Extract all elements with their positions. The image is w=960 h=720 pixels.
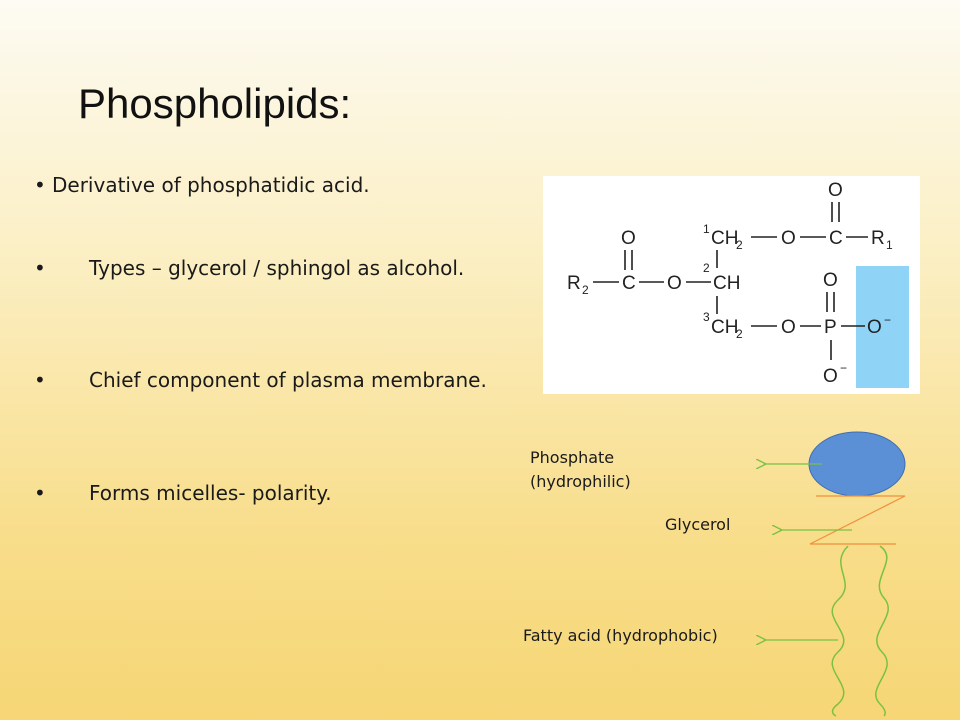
bullet-text: Types – glycerol / sphingol as alcohol. xyxy=(89,256,465,280)
atom-ch2-1: CH xyxy=(711,228,738,249)
fatty-acid-tail-left xyxy=(831,545,849,717)
atom-p: P xyxy=(824,317,837,338)
atom-r1: R xyxy=(871,228,885,249)
atom-ch2-3-sub: 2 xyxy=(736,327,743,341)
atom-r1-sub: 1 xyxy=(886,238,893,252)
atom-o-link1: O xyxy=(781,228,796,249)
atom-ch2-1-sub: 2 xyxy=(736,238,743,252)
atom-ch: CH xyxy=(713,273,740,294)
phosphate-label-line2: (hydrophilic) xyxy=(530,472,631,491)
carbon-number-2: 2 xyxy=(703,261,710,275)
phosphate-head xyxy=(808,431,906,497)
atom-o-top: O xyxy=(828,180,843,201)
carbon-number-3: 3 xyxy=(703,310,710,324)
bullet-text: Derivative of phosphatidic acid. xyxy=(52,173,370,197)
fatty-acid-label: Fatty acid (hydrophobic) xyxy=(523,626,718,645)
glycerol-backbone xyxy=(809,495,906,545)
bullet-marker: • xyxy=(34,256,46,280)
phosphate-label-line1: Phosphate xyxy=(530,448,615,467)
atom-o-link3: O xyxy=(781,317,796,338)
phosphatidic-acid-structure: O 1 CH 2 O C R 1 O R 2 C O 2 CH O xyxy=(543,176,920,394)
atom-r2-sub: 2 xyxy=(582,283,589,297)
atom-ch2-3: CH xyxy=(711,317,738,338)
atom-r2: R xyxy=(567,273,581,294)
carbon-number-1: 1 xyxy=(703,222,710,236)
slide-title: Phospholipids: xyxy=(78,80,352,127)
bullet-text: Forms micelles- polarity. xyxy=(89,481,332,505)
fatty-acid-tail-right xyxy=(875,545,889,717)
atom-o-bottom: O xyxy=(823,366,838,387)
atom-o-link2: O xyxy=(667,273,682,294)
bullet-marker: • xyxy=(34,368,46,392)
atom-c2: C xyxy=(622,273,636,294)
atom-o-p-top: O xyxy=(823,270,838,291)
atom-o-left: O xyxy=(621,228,636,249)
structure-svg: O 1 CH 2 O C R 1 O R 2 C O 2 CH O xyxy=(567,180,909,388)
charge-minus-right: − xyxy=(884,313,891,327)
bullet-marker: • xyxy=(34,481,46,505)
phosphate-highlight xyxy=(856,266,909,388)
atom-c1: C xyxy=(829,228,843,249)
phosphate-label: Phosphate (hydrophilic) xyxy=(530,446,631,494)
bullet-text: Chief component of plasma membrane. xyxy=(89,368,487,392)
charge-minus-bottom: − xyxy=(840,361,847,375)
atom-o-minus-right: O xyxy=(867,317,882,338)
bullet-marker: • xyxy=(34,173,46,197)
glycerol-label: Glycerol xyxy=(665,515,731,534)
